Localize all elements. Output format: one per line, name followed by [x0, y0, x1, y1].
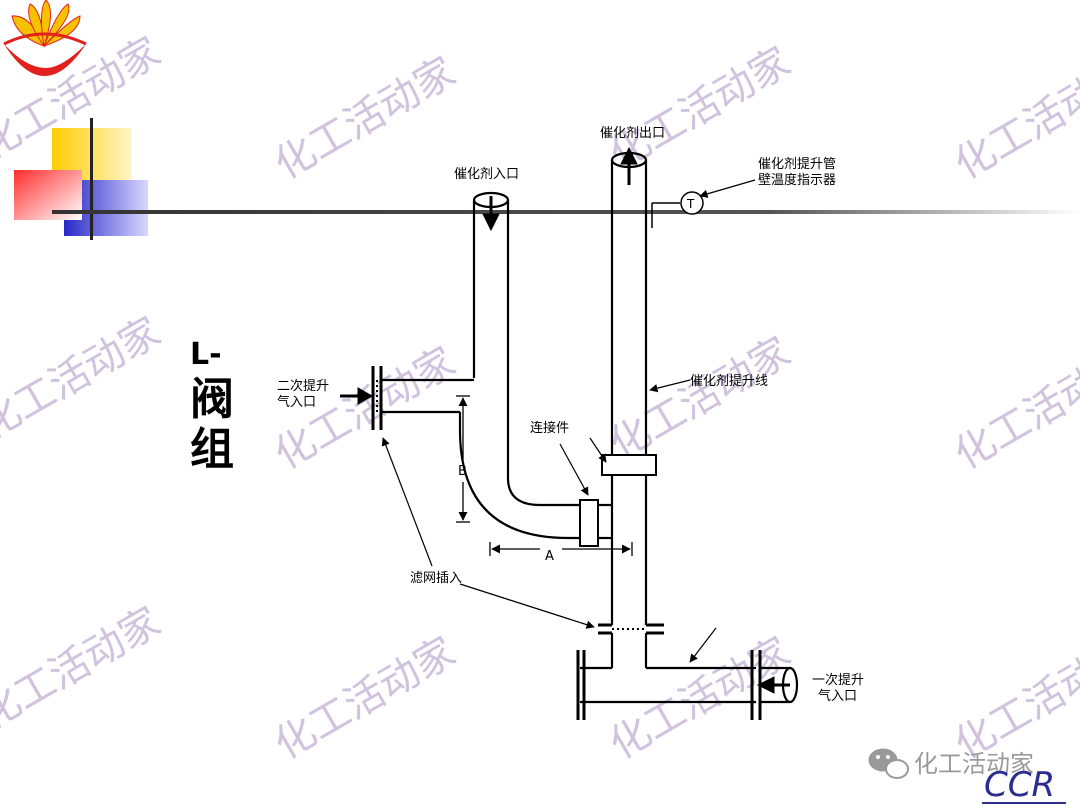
up-arrow-icon — [620, 146, 638, 165]
slide-title-prefix: L- — [190, 337, 222, 372]
watermark: 化工活动家 — [602, 329, 798, 469]
flow-arrows — [340, 146, 790, 694]
ccr-brand: CCR — [982, 765, 1066, 805]
watermark: 化工活动家 — [947, 629, 1080, 769]
wechat-icon — [868, 748, 909, 779]
down-arrow-icon — [482, 213, 500, 232]
wechat-account-badge: 化工活动家 — [868, 748, 1034, 779]
label-temp-indicator-1: 催化剂提升管 — [758, 156, 836, 172]
watermark: 化工活动家 — [267, 629, 463, 769]
label-temp-indicator-2: 壁温度指示器 — [758, 172, 836, 188]
watermark: 化工活动家 — [947, 339, 1080, 479]
label-catalyst-outlet: 催化剂出口 — [600, 126, 665, 141]
slide-title-line1: 阀 — [190, 374, 234, 425]
label-catalyst-inlet: 催化剂入口 — [454, 167, 519, 182]
ccr-logo-text: CCR — [984, 765, 1055, 805]
diagram-labels: 催化剂入口 催化剂出口 催化剂提升管 壁温度指示器 T 催化剂提升线 连接件 二… — [277, 126, 864, 704]
company-logo — [3, 0, 87, 76]
dimension-lines — [456, 395, 633, 556]
label-secondary-lift-gas-2: 气入口 — [277, 394, 316, 410]
watermark: 化工活动家 — [602, 629, 798, 769]
wechat-account-name: 化工活动家 — [914, 750, 1034, 778]
temp-symbol: T — [686, 197, 695, 211]
watermark: 化工活动家 — [267, 49, 463, 189]
label-connector: 连接件 — [530, 420, 569, 436]
title-decoration — [14, 118, 1080, 240]
dimension-b-label: B — [458, 464, 467, 479]
left-arrow-icon — [756, 676, 775, 694]
label-screen-insert: 滤网插入 — [410, 571, 462, 586]
label-secondary-lift-gas-1: 二次提升 — [277, 378, 329, 394]
watermark: 化工活动家 — [0, 309, 168, 449]
watermark: 化工活动家 — [0, 599, 168, 739]
right-arrow-icon — [357, 387, 374, 405]
leader-lines — [381, 179, 756, 663]
watermark-layer: 化工活动家 化工活动家 化工活动家 化工活动家 化工活动家 化工活动家 化工活动… — [0, 29, 1080, 769]
label-primary-lift-gas-1: 一次提升 — [812, 672, 864, 688]
watermark: 化工活动家 — [947, 49, 1080, 189]
label-primary-lift-gas-2: 气入口 — [818, 688, 857, 704]
slide-title-line2: 组 — [190, 424, 234, 475]
label-lift-line: 催化剂提升线 — [690, 373, 768, 389]
l-valve-piping-diagram — [371, 151, 799, 720]
dimension-a-label: A — [545, 549, 554, 564]
slide-title: L- 阀 组 — [190, 337, 234, 475]
